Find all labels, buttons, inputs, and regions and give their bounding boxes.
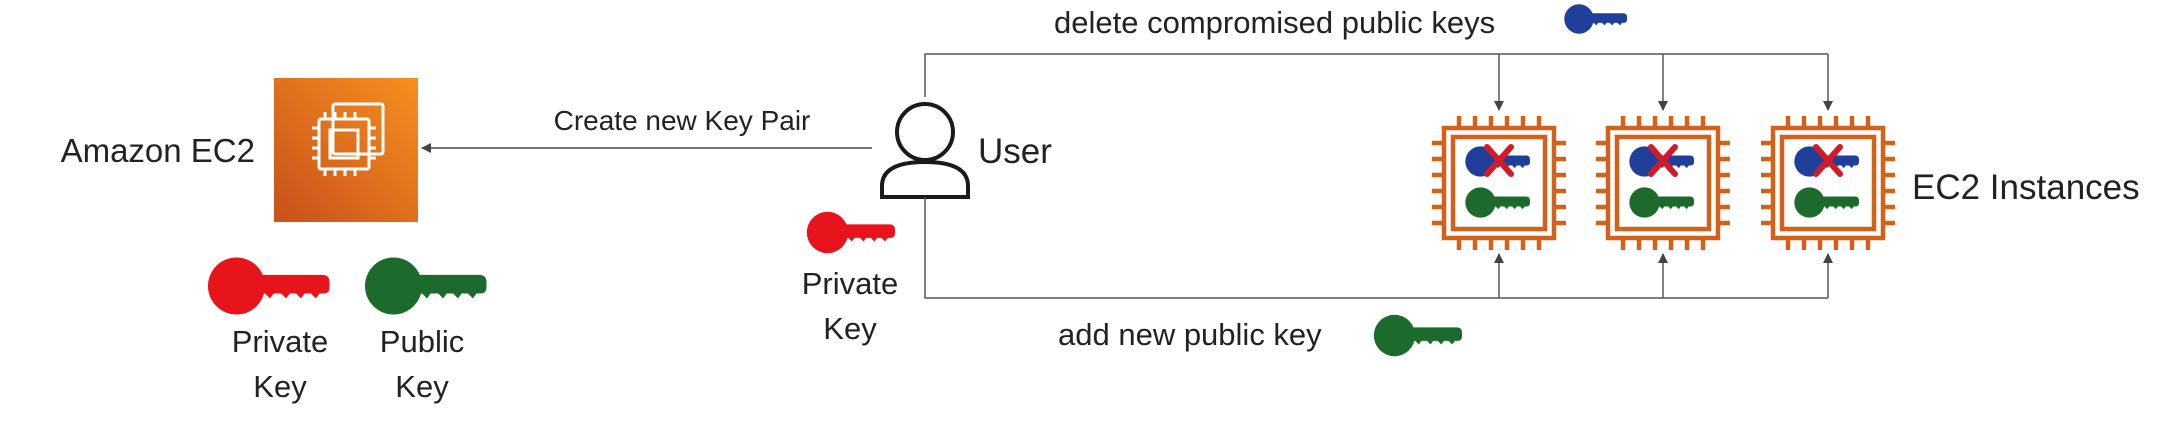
user-private-line1: Private [802,266,898,301]
legend-private-line2: Key [253,369,307,404]
public-key-icon [1629,187,1694,218]
legend-public-line2: Key [395,369,449,404]
legend-private-line1: Private [232,324,328,359]
ec2-chip-icon [274,78,418,222]
user-private-key-icon [806,211,895,254]
add-key-connector [924,197,1828,299]
public-key-icon [364,257,487,315]
compromised-key-icon [1564,4,1627,34]
public-key-icon [1465,187,1530,218]
ec2-instances-group [1432,116,1895,250]
public-key-icon [1794,187,1859,218]
user-private-line2: Key [823,311,877,346]
cross-icon [1648,144,1678,177]
service-label: Amazon EC2 [61,132,255,169]
instances-label: EC2 Instances [1912,168,2140,207]
create-key-pair-label: Create new Key Pair [554,105,811,136]
ec2-instance-chip-icon [1596,116,1730,250]
user-label: User [978,132,1052,171]
delete-keys-connector [924,53,1828,97]
ec2-instance-chip-icon [1432,116,1566,250]
cross-icon [1813,144,1843,177]
private-key-icon [207,257,330,315]
add-key-label: add new public key [1058,317,1322,352]
legend-public-line1: Public [380,324,464,359]
ec2-instance-chip-icon [1761,116,1895,250]
user-icon [880,102,970,199]
new-public-key-icon [1373,314,1462,357]
delete-keys-label: delete compromised public keys [1054,5,1495,40]
cross-icon [1484,144,1514,177]
